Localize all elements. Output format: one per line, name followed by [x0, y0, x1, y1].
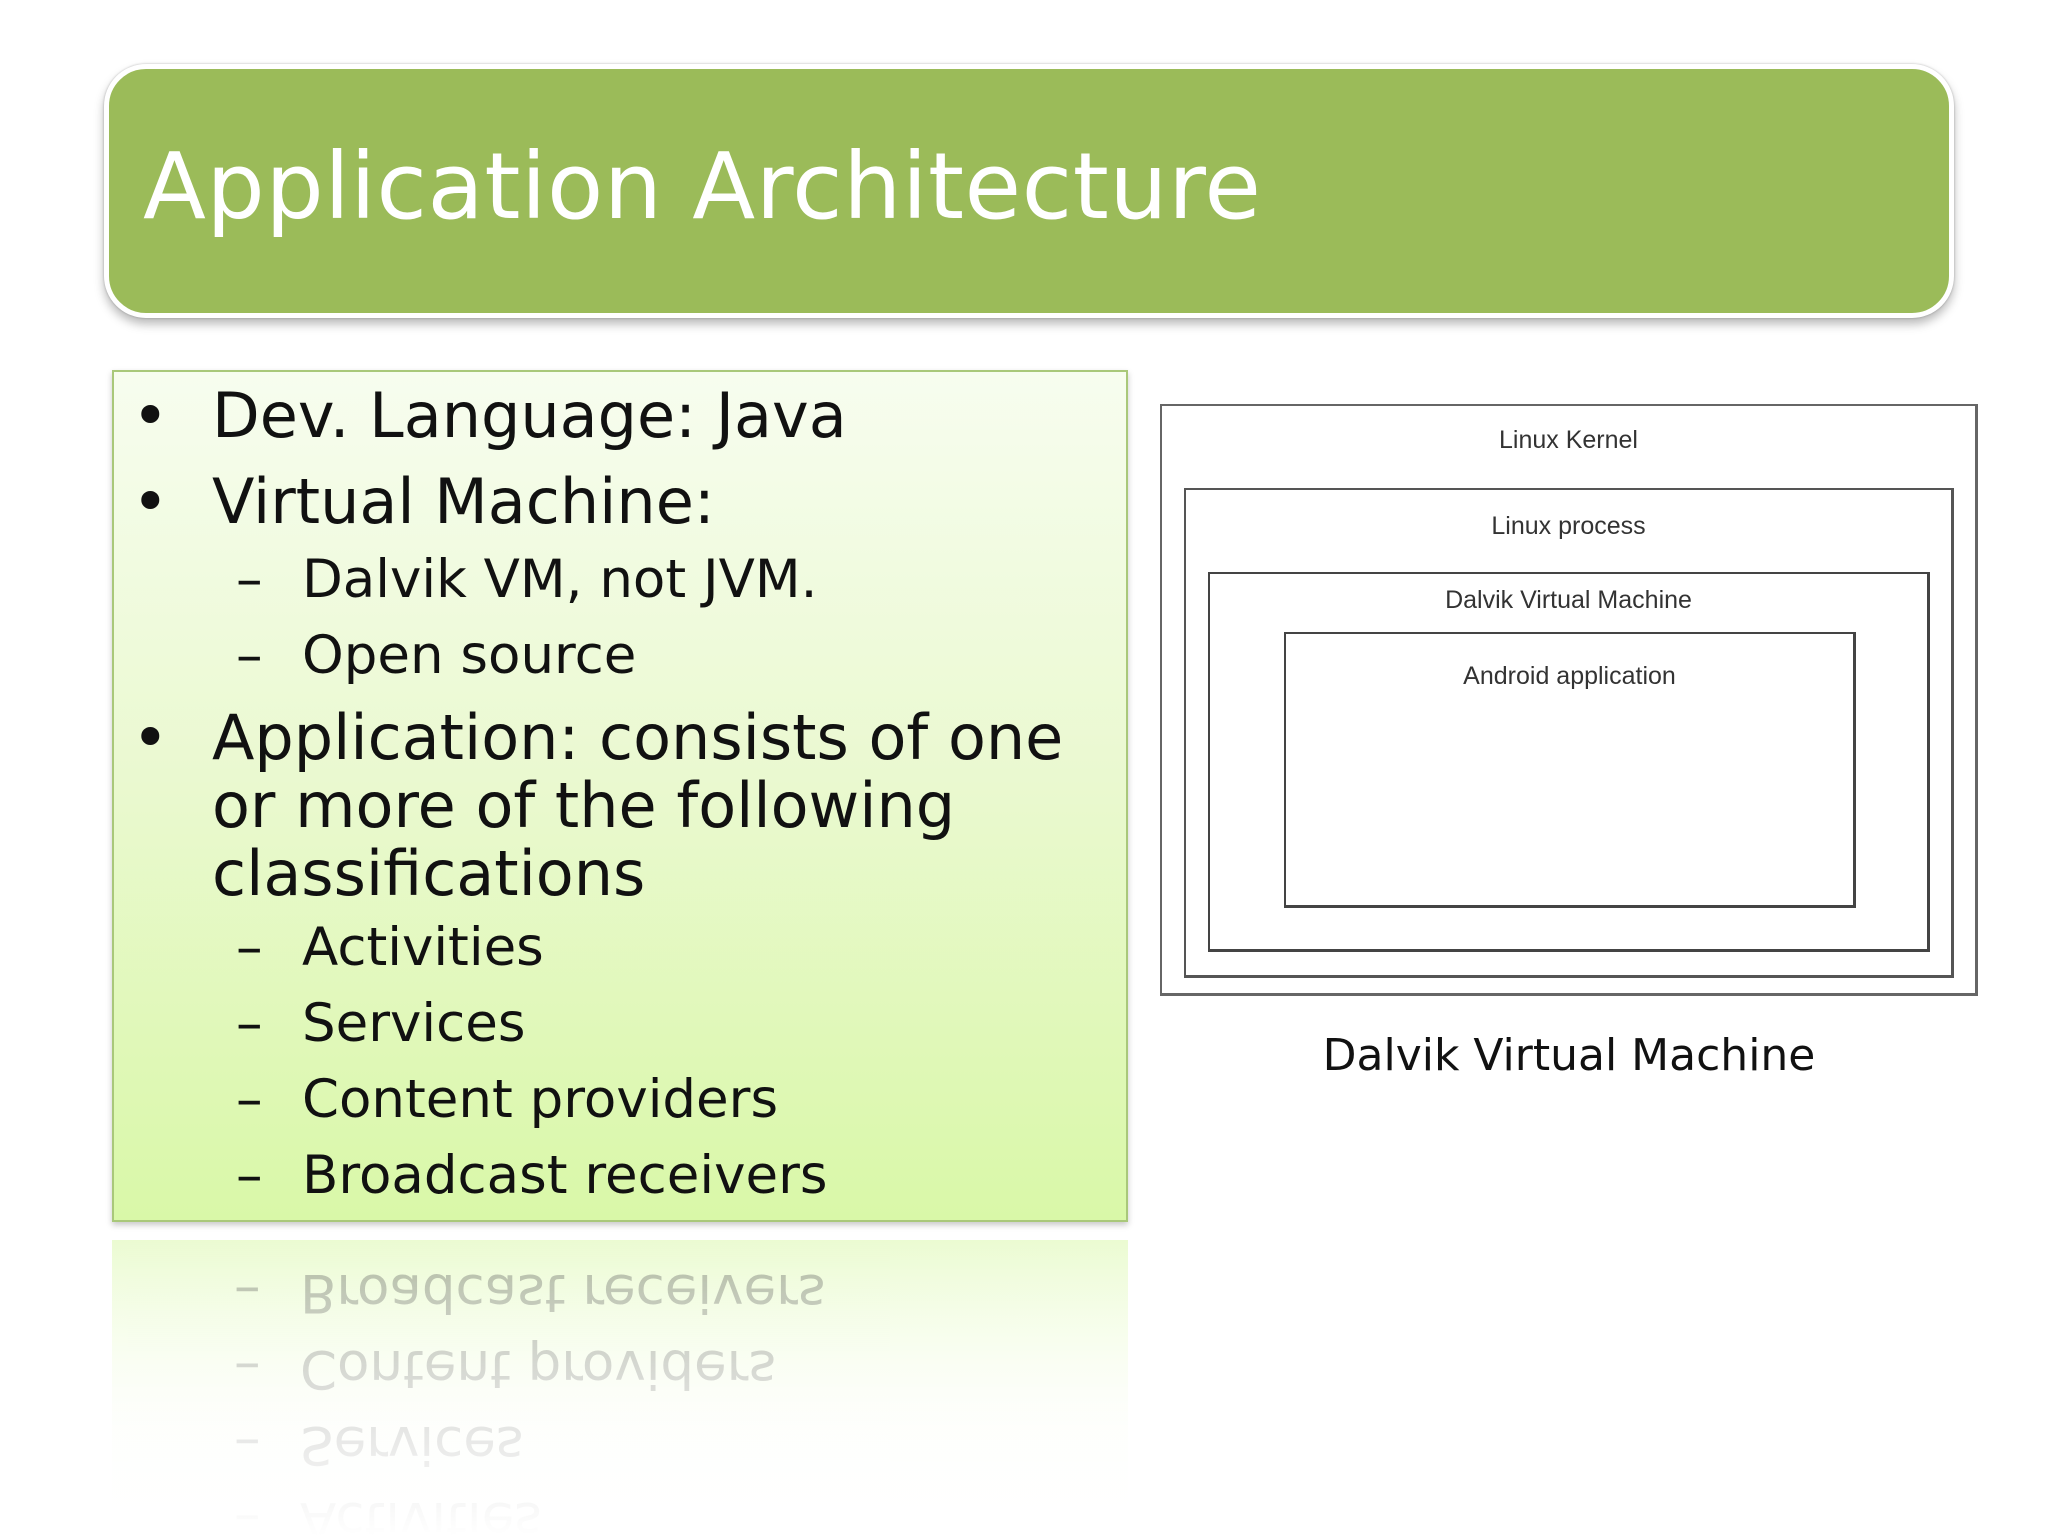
sub-bullet-marker: –: [236, 625, 263, 686]
bullet-virtual-machine: Virtual Machine:: [212, 465, 715, 538]
sub-bullet-content-providers: Content providers: [302, 1069, 779, 1130]
reflection-content-providers: Content providers: [300, 1338, 777, 1399]
bullet-application: Application: consists of one or more of …: [212, 701, 1064, 910]
title-bar: Application Architecture: [104, 64, 1954, 318]
content-box: • Dev. Language: Java • Virtual Machine:…: [112, 370, 1128, 1222]
slide-title: Application Architecture: [143, 133, 1262, 240]
bullet-marker: •: [132, 465, 169, 538]
sub-bullet-marker: –: [236, 549, 263, 610]
reflection-services: Services: [300, 1414, 524, 1475]
reflection-marker: –: [234, 1414, 261, 1475]
content-reflection: – Broadcast receivers – Content provider…: [112, 1240, 1128, 1536]
sub-bullet-broadcast-receivers: Broadcast receivers: [302, 1145, 828, 1206]
reflection-fade: [112, 1240, 1128, 1536]
reflection-activities: Activities: [300, 1490, 542, 1536]
linux-process-label: Linux process: [1491, 512, 1646, 540]
reflection-mirror: – Broadcast receivers – Content provider…: [112, 1240, 1128, 1536]
sub-bullet-dalvik-vm: Dalvik VM, not JVM.: [302, 549, 818, 610]
android-application-label: Android application: [1463, 662, 1676, 690]
sub-bullet-activities: Activities: [302, 917, 544, 978]
sub-bullet-marker: –: [236, 1069, 263, 1130]
dalvik-diagram: Linux Kernel Linux process Dalvik Virtua…: [1160, 404, 1978, 996]
bullet-marker: •: [132, 701, 169, 774]
reflection-marker: –: [234, 1490, 261, 1536]
reflection-broadcast-receivers: Broadcast receivers: [300, 1262, 826, 1323]
dalvik-vm-label: Dalvik Virtual Machine: [1445, 586, 1692, 614]
sub-bullet-marker: –: [236, 993, 263, 1054]
sub-bullet-marker: –: [236, 1145, 263, 1206]
bullet-marker: •: [132, 379, 169, 452]
sub-bullet-marker: –: [236, 917, 263, 978]
bullet-dev-language: Dev. Language: Java: [212, 379, 847, 452]
linux-kernel-label: Linux Kernel: [1499, 426, 1638, 454]
diagram-caption: Dalvik Virtual Machine: [1322, 1030, 1816, 1081]
android-application-box: Android application: [1284, 632, 1856, 908]
reflection-marker: –: [234, 1262, 261, 1323]
sub-bullet-open-source: Open source: [302, 625, 637, 686]
reflection-marker: –: [234, 1338, 261, 1399]
sub-bullet-services: Services: [302, 993, 526, 1054]
